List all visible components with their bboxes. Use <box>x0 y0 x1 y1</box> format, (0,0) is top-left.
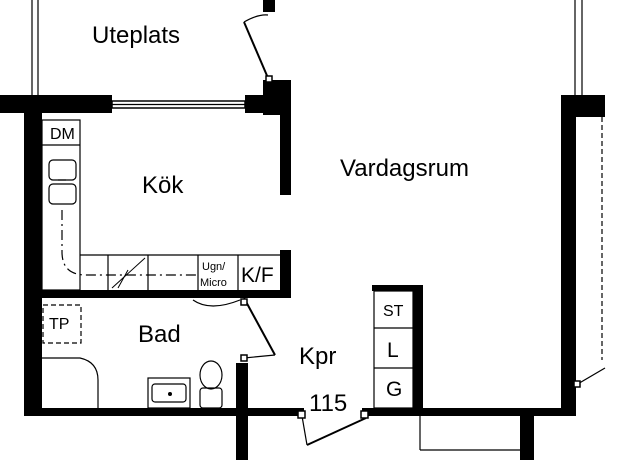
room-number-kpr: 115 <box>309 390 347 417</box>
exterior-dashed-line <box>573 117 606 388</box>
label-micro: Micro <box>200 277 227 289</box>
entrance-door <box>297 410 369 446</box>
walls <box>0 0 605 460</box>
balcony-outside-threshold <box>419 416 520 451</box>
room-label-vardagsrum: Vardagsrum <box>340 155 469 182</box>
label-wardrobe: G <box>386 378 402 401</box>
bath-fixtures <box>42 304 223 409</box>
room-label-bad: Bad <box>138 321 181 348</box>
kitchen-counter <box>41 119 280 291</box>
balcony-door <box>243 14 273 83</box>
room-label-uteplats: Uteplats <box>92 22 180 49</box>
label-dishwasher: DM <box>50 126 75 143</box>
label-storage: ST <box>383 303 404 320</box>
bathroom-door <box>192 297 276 362</box>
label-dryer: TP <box>49 316 69 333</box>
label-fridge-freezer: K/F <box>241 264 274 287</box>
label-oven: Ugn/ <box>202 261 226 273</box>
room-label-kpr: Kpr <box>299 343 336 370</box>
uteplats-outline <box>31 0 583 95</box>
room-label-kok: Kök <box>142 172 184 199</box>
label-linen: L <box>387 339 399 362</box>
closets <box>373 290 414 409</box>
